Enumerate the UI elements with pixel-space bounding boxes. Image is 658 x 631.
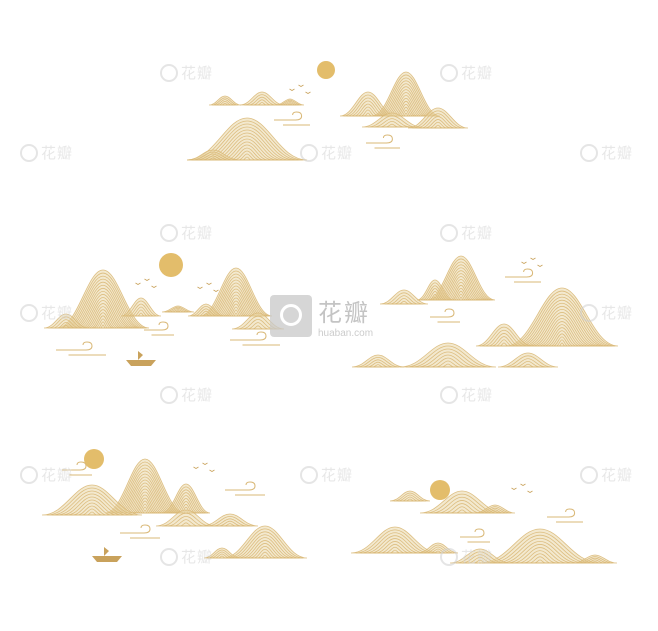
scene-top-center [186, 61, 469, 161]
scene-bottom-right [350, 480, 618, 564]
mountain [41, 484, 143, 516]
mountain [351, 354, 405, 368]
mountain [389, 490, 431, 502]
mountain [572, 554, 618, 564]
scene-middle-left [43, 253, 285, 366]
birds [289, 84, 311, 94]
sun [430, 480, 450, 500]
mountain [399, 342, 497, 368]
birds [193, 462, 215, 472]
cloud-line [505, 268, 541, 283]
mountain [161, 483, 211, 514]
mountain [43, 313, 89, 329]
birds [135, 278, 157, 288]
mountain [275, 98, 305, 106]
sun [159, 253, 183, 277]
cloud-line [225, 481, 265, 496]
mountain [416, 279, 454, 301]
mountain [475, 323, 533, 347]
cloud-line [460, 528, 490, 543]
birds [197, 282, 219, 292]
mountain [371, 71, 441, 117]
cloud-line [120, 524, 160, 539]
sun [317, 61, 335, 79]
mountain [208, 95, 242, 106]
cloud-line [144, 321, 174, 336]
mountain [407, 107, 469, 129]
mountain [161, 305, 195, 313]
mountain [379, 289, 429, 305]
mountain [187, 303, 225, 317]
cloud-line [430, 308, 460, 323]
mountain [361, 112, 423, 128]
mountain [186, 149, 240, 161]
birds [511, 483, 533, 493]
scene-middle-right [351, 255, 619, 368]
mountain [505, 287, 619, 347]
boat [92, 547, 122, 562]
mountain [497, 352, 559, 368]
mountain [199, 267, 273, 317]
mountain [120, 297, 162, 317]
cloud-line [366, 134, 400, 149]
mountain [449, 548, 511, 564]
birds [521, 257, 543, 267]
scene-bottom-left [41, 449, 308, 562]
mountain [239, 91, 285, 106]
mountain [201, 513, 259, 527]
mountain [350, 526, 440, 554]
cloud-line [56, 341, 106, 356]
mountain [474, 504, 516, 514]
cloud-line [274, 111, 310, 126]
boat [126, 351, 156, 366]
cloud-line [547, 508, 583, 523]
sun [84, 449, 104, 469]
mountain [222, 525, 308, 559]
mountain [479, 528, 601, 564]
mountain [417, 542, 459, 554]
cloud-line [230, 331, 280, 346]
cloud-line [62, 461, 92, 476]
mountain [104, 458, 186, 514]
mountain [203, 547, 241, 559]
